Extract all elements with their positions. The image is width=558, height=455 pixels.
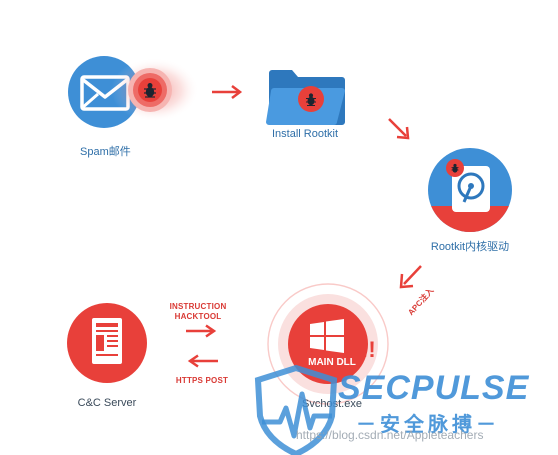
secpulse-logo-text: SECPULSE [338,369,530,407]
rootkit-driver-label: Rootkit内核驱动 [430,241,510,253]
https-post-label: HTTPS POST [175,376,229,385]
install-rootkit-label: Install Rootkit [271,128,339,140]
svg-text:!!: !! [361,337,376,362]
hard-disk-icon [428,148,512,232]
cc-server-label: C&C Server [77,397,137,409]
spam-mail-label: Spam邮件 [80,146,131,158]
arrow-diagonal-icon [388,118,410,140]
instruction-label: INSTRUCTION [169,302,227,311]
arrow-right-icon [212,85,243,99]
secpulse-shield-logo [254,364,338,455]
arrow-left-icon [187,354,218,368]
hacktool-label: HACKTOOL [174,312,222,321]
arrow-right-icon [186,324,217,338]
secpulse-subtitle: －安全脉搏－ [356,414,500,436]
spam-mail-icon [68,56,199,128]
folder-icon [266,70,345,125]
server-icon [67,303,147,383]
blog-url-watermark: https://blog.csdn.net/Appleteachers [296,428,484,442]
main-dll-label: MAIN DLL [308,357,356,368]
arrow-apc-icon [399,265,422,289]
